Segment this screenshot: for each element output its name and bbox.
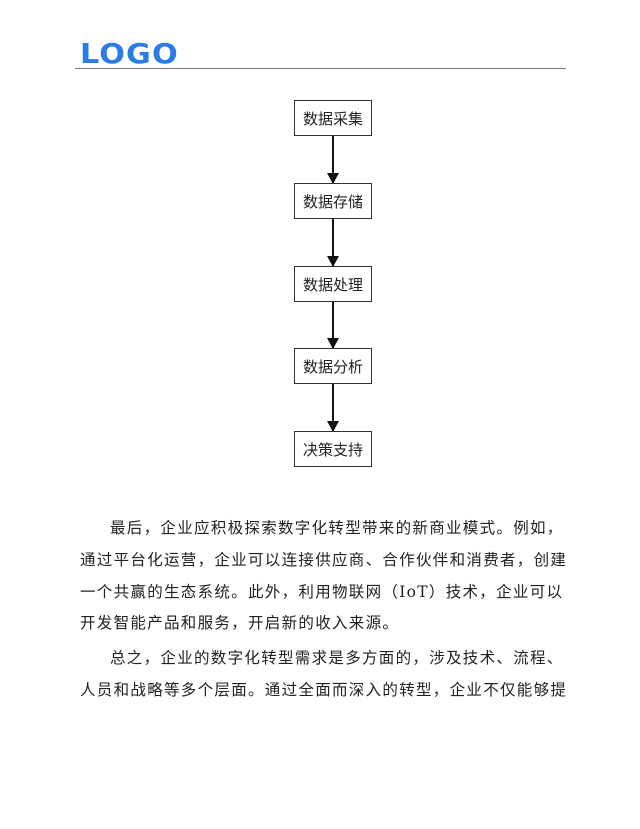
- paragraph-line: 人员和战略等多个层面。通过全面而深入的转型，企业不仅能够提: [80, 681, 568, 699]
- flow-step-data-storage: 数据存储: [294, 183, 372, 219]
- paragraph-line: 最后，企业应积极探索数字化转型带来的新商业模式。例如，: [110, 519, 564, 537]
- paragraph-line: 通过平台化运营，企业可以连接供应商、合作伙伴和消费者，创建: [80, 551, 568, 569]
- paragraph-line: 总之，企业的数字化转型需求是多方面的，涉及技术、流程、: [110, 649, 564, 667]
- flow-arrow-icon: [327, 219, 339, 267]
- flow-step-data-processing: 数据处理: [294, 266, 372, 302]
- flow-step-data-collection: 数据采集: [294, 100, 372, 136]
- flow-arrow-icon: [327, 136, 339, 184]
- flow-step-decision-support: 决策支持: [294, 431, 372, 467]
- header-divider: [75, 68, 566, 69]
- logo: LOGO: [80, 37, 179, 70]
- paragraph-line: 开发智能产品和服务，开启新的收入来源。: [80, 614, 400, 632]
- flow-arrow-icon: [327, 302, 339, 349]
- flow-arrow-icon: [327, 384, 339, 432]
- paragraph-line: 一个共赢的生态系统。此外，利用物联网（IoT）技术，企业可以: [80, 583, 564, 601]
- flow-step-data-analysis: 数据分析: [294, 348, 372, 384]
